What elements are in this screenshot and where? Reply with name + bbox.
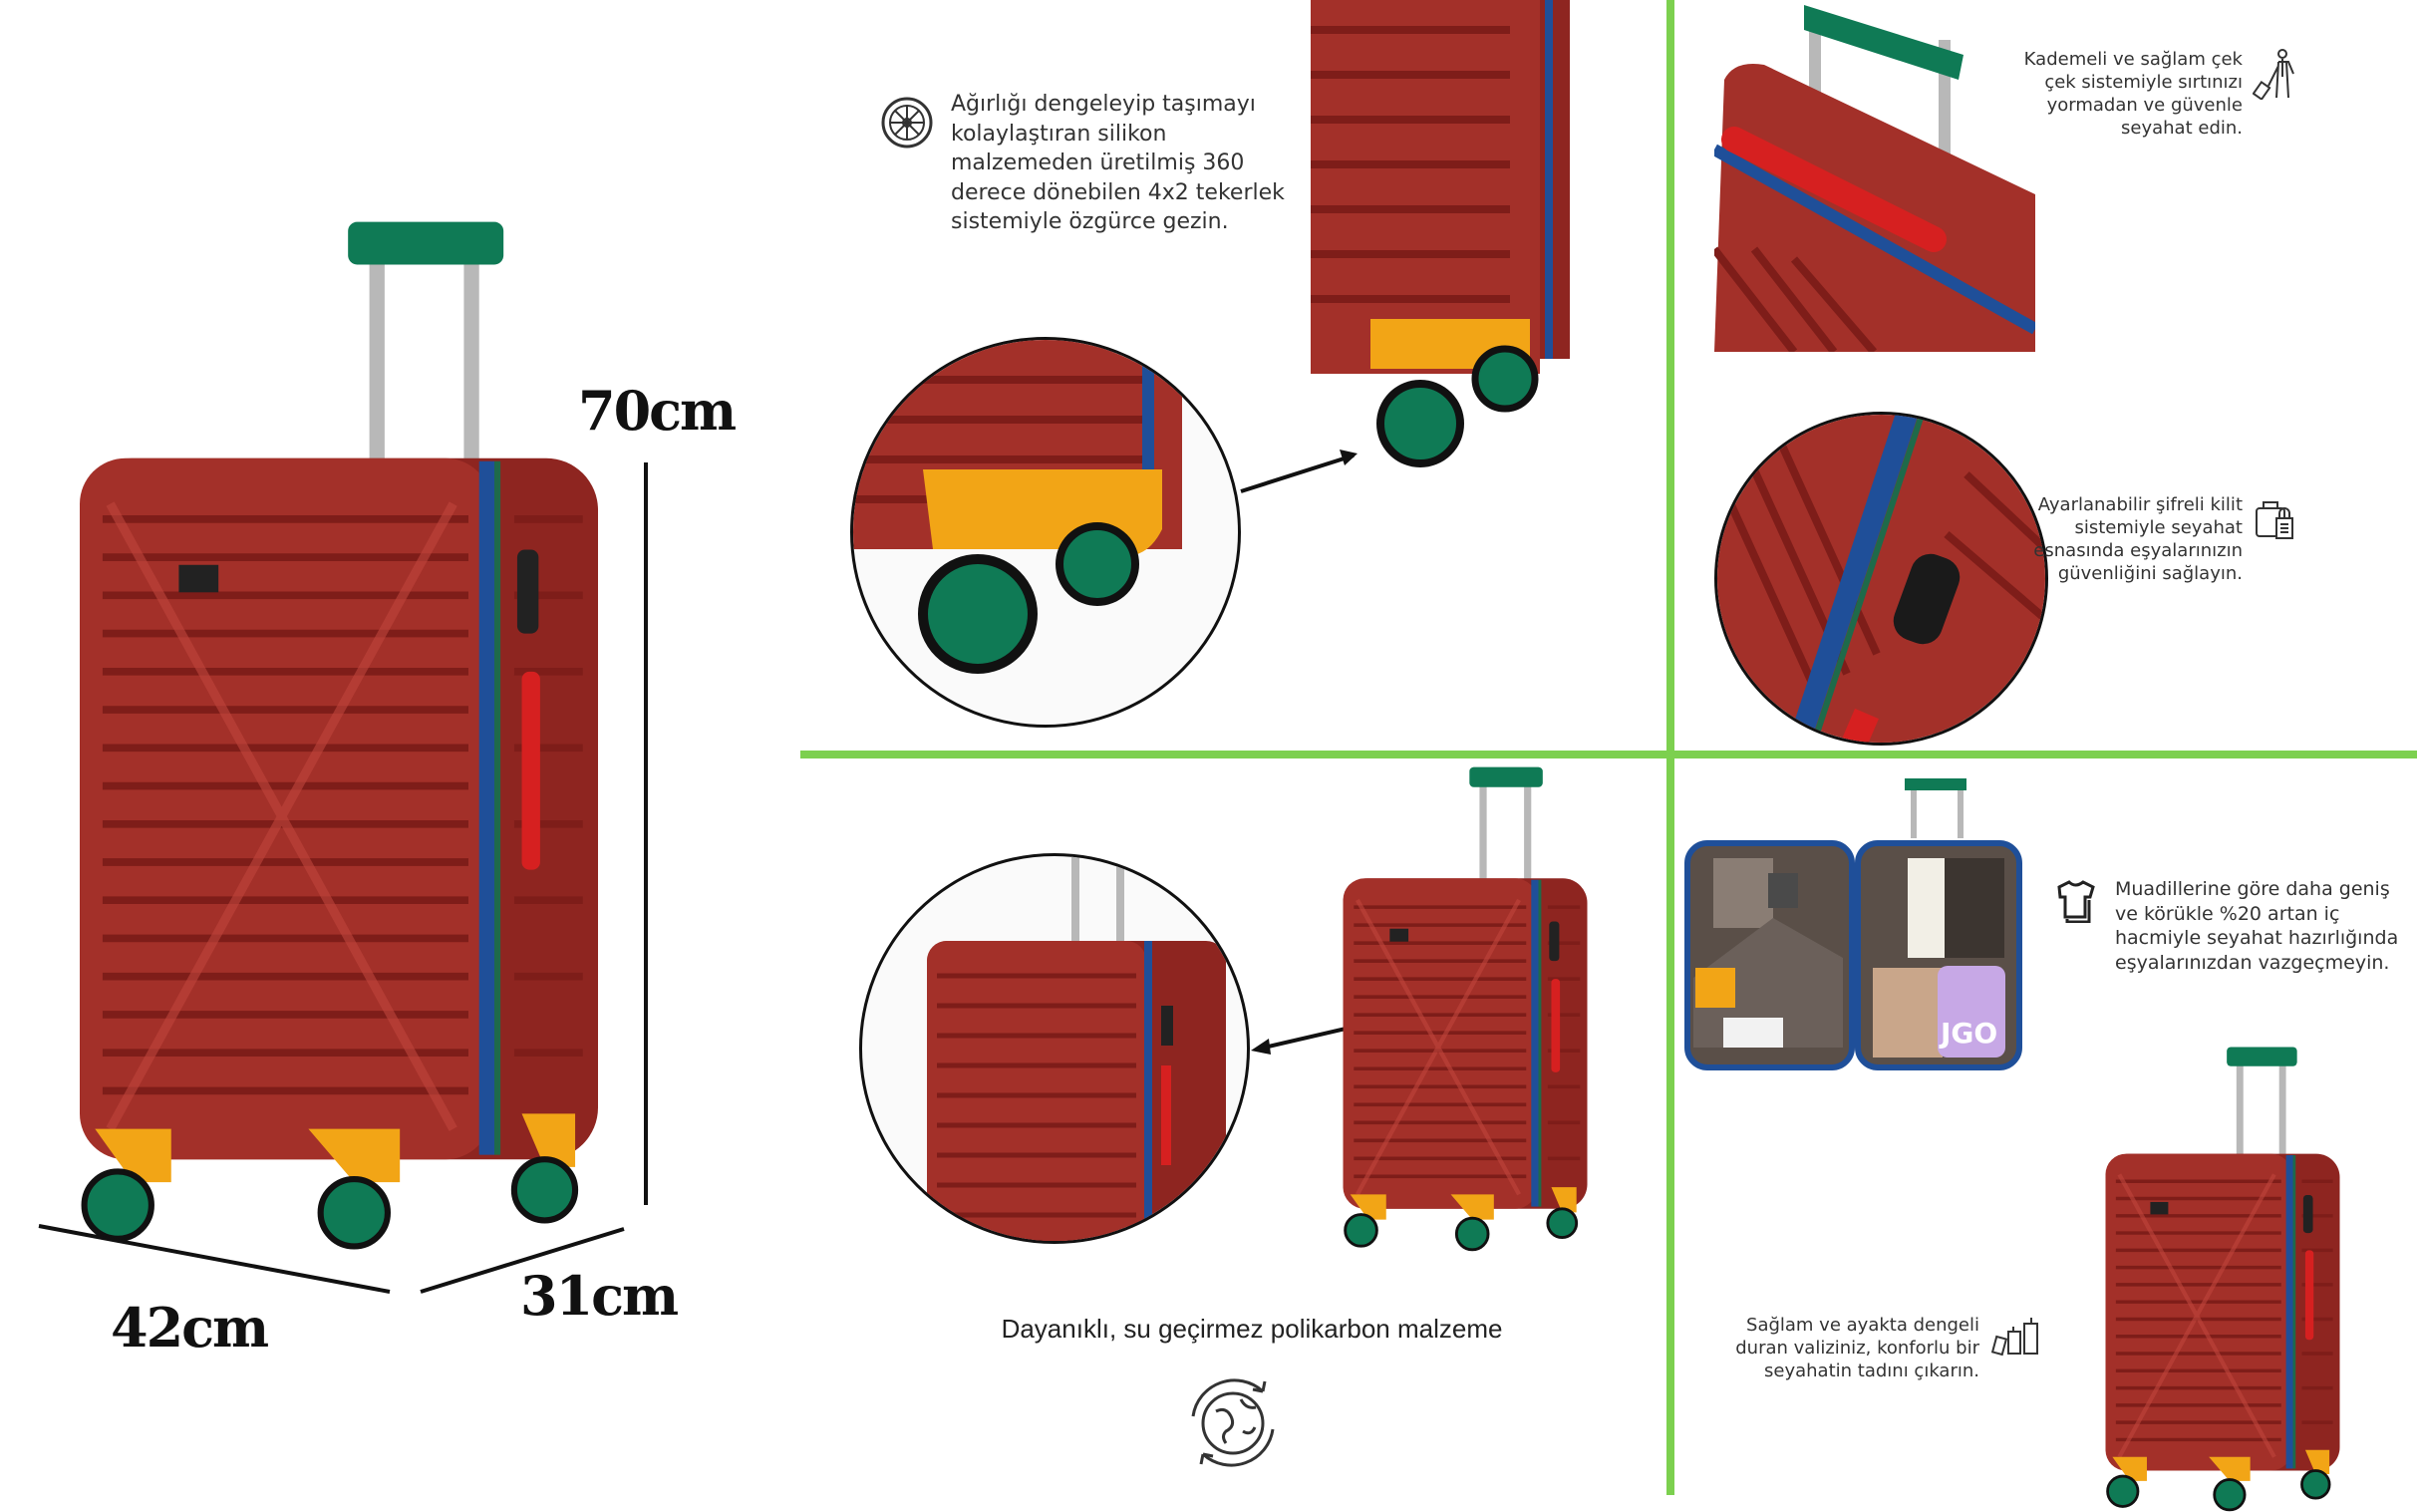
capacity-description: Muadillerine göre daha geniş ve körükle … — [2115, 878, 2399, 974]
height-label: 70cm — [578, 379, 737, 443]
material-suitcase-image — [1326, 763, 1605, 1252]
handle-description: Kademeli ve sağlam çek çek sistemiyle sı… — [2023, 49, 2243, 139]
wheel-photo — [1311, 0, 1627, 493]
lock-closeup-circle — [1714, 412, 2048, 746]
height-line — [644, 462, 648, 1205]
arrow-to-wheel-photo — [1240, 450, 1358, 493]
lock-description: Ayarlanabilir şifreli kilit sistemiyle s… — [2033, 494, 2243, 584]
suitcases-icon — [1991, 1318, 2038, 1357]
material-caption: Dayanıklı, su geçirmez polikarbon malzem… — [1001, 1314, 1503, 1344]
globe-recycle-icon — [1191, 1378, 1275, 1467]
material-closeup-circle — [859, 853, 1250, 1244]
width-label: 42cm — [111, 1296, 269, 1360]
width-depth-lines — [38, 1224, 625, 1294]
wheels-description: Ağırlığı dengeleyip taşımayı kolaylaştır… — [951, 92, 1285, 234]
wheel-closeup-circle — [850, 337, 1241, 728]
handle-photo — [1714, 0, 2035, 352]
person-pulling-suitcase-icon — [2253, 49, 2294, 100]
stability-description: Sağlam ve ayakta dengeli duran valiziniz… — [1735, 1315, 1979, 1381]
suitcase-lock-icon — [2256, 501, 2293, 539]
stability-suitcase-image — [2098, 1044, 2347, 1512]
divider-vertical — [1666, 0, 1674, 1495]
divider-horizontal — [800, 751, 2417, 758]
main-suitcase-image — [55, 214, 623, 1251]
shirt-icon — [2057, 880, 2095, 923]
wheel-icon — [881, 97, 933, 149]
depth-label: 31cm — [520, 1264, 679, 1328]
svg-text:JGO: JGO — [1939, 1017, 1997, 1050]
open-suitcase-photo: JGO — [1683, 778, 2024, 1087]
